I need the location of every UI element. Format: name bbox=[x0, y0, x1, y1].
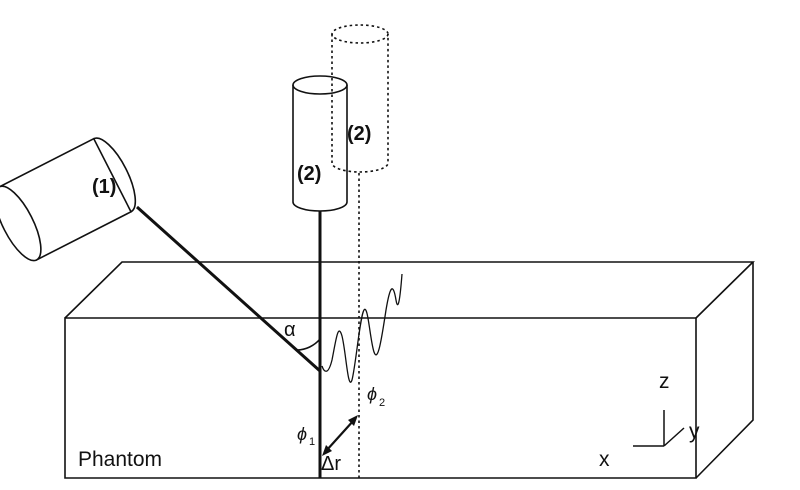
label-device-1: (1) bbox=[92, 176, 116, 198]
label-phi2: ϕ bbox=[367, 384, 377, 404]
phantom-box-side bbox=[695, 262, 754, 479]
phantom-box-top bbox=[64, 261, 755, 319]
label-alpha: α bbox=[284, 319, 296, 341]
transducer-1-face bbox=[0, 185, 42, 262]
label-axis-y: y bbox=[689, 420, 700, 443]
wave-signal bbox=[321, 273, 403, 383]
receiver-2-solid bbox=[292, 75, 348, 212]
label-phi1-sub: 1 bbox=[309, 436, 315, 448]
delta-r-arrowhead-start bbox=[322, 445, 332, 456]
label-phantom: Phantom bbox=[78, 448, 162, 471]
label-device-2-solid: (2) bbox=[297, 163, 321, 185]
transducer-1 bbox=[0, 137, 137, 262]
label-phi2-sub: 2 bbox=[379, 397, 385, 409]
delta-r-arrowhead-end bbox=[348, 415, 358, 426]
label-delta-r: Δr bbox=[321, 453, 341, 475]
label-phi1: ϕ bbox=[297, 424, 307, 444]
delta-r-arrow bbox=[325, 419, 355, 452]
transducer-1-end bbox=[93, 137, 137, 213]
receiver-2-dashed bbox=[331, 24, 389, 173]
label-axis-x: x bbox=[599, 448, 610, 471]
axis-y-line bbox=[663, 427, 685, 447]
alpha-arc bbox=[296, 338, 321, 351]
label-axis-z: z bbox=[659, 370, 670, 393]
label-device-2-dashed: (2) bbox=[347, 123, 371, 145]
incident-beam bbox=[135, 205, 322, 373]
